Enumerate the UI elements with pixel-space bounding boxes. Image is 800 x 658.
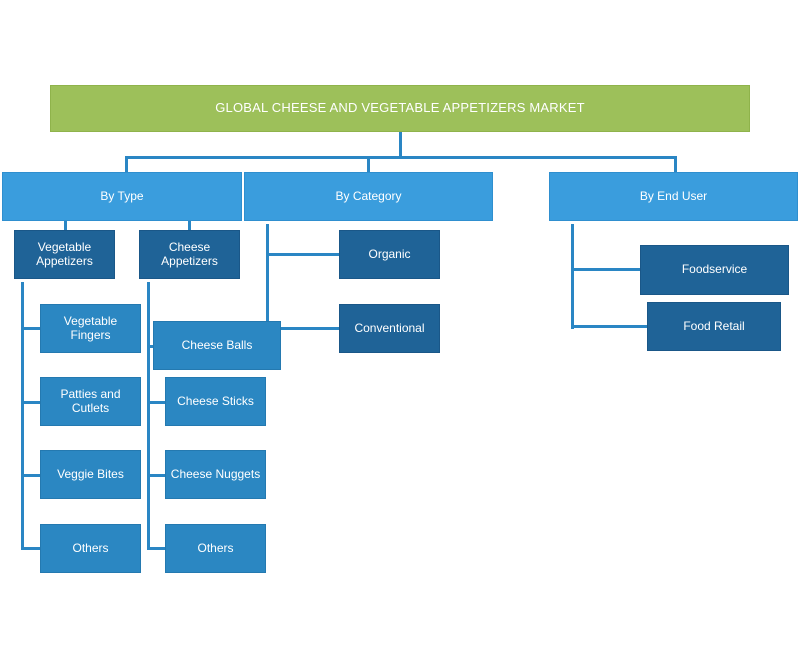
leaf-label: Cheese Nuggets (170, 466, 261, 481)
leaf-organic: Organic (339, 230, 440, 279)
leaf-label: Patties and Cutlets (60, 386, 121, 415)
leaf-label: Vegetable Fingers (63, 313, 118, 342)
group-cheese-appetizers-label: Cheese Appetizers (161, 239, 218, 268)
leaf-label: Cheese Balls (181, 337, 253, 352)
leaf-label: Others (197, 540, 234, 555)
leaf-label: Others (72, 540, 109, 555)
leaf-cheese-others: Others (165, 524, 266, 573)
leaf-conventional: Conventional (339, 304, 440, 353)
leaf-label: Conventional (354, 320, 425, 335)
segment-by-type-label: By Type (100, 188, 144, 203)
leaf-food-retail: Food Retail (647, 302, 781, 351)
diagram-title: GLOBAL CHEESE AND VEGETABLE APPETIZERS M… (50, 85, 750, 132)
segment-by-type: By Type (2, 172, 242, 221)
diagram-title-text: GLOBAL CHEESE AND VEGETABLE APPETIZERS M… (215, 100, 585, 116)
segment-by-end-user: By End User (549, 172, 798, 221)
leaf-vegetable-others: Others (40, 524, 141, 573)
leaf-patties-and-cutlets: Patties and Cutlets (40, 377, 141, 426)
segment-by-category-label: By Category (335, 188, 402, 203)
leaf-veggie-bites: Veggie Bites (40, 450, 141, 499)
leaf-cheese-nuggets: Cheese Nuggets (165, 450, 266, 499)
group-vegetable-appetizers-label: Vegetable Appetizers (36, 239, 93, 268)
leaf-foodservice: Foodservice (640, 245, 789, 295)
leaf-label: Cheese Sticks (177, 393, 254, 408)
leaf-cheese-sticks: Cheese Sticks (165, 377, 266, 426)
leaf-label: Foodservice (681, 262, 748, 277)
group-cheese-appetizers: Cheese Appetizers (139, 230, 240, 279)
segment-by-end-user-label: By End User (639, 188, 708, 203)
leaf-vegetable-fingers: Vegetable Fingers (40, 304, 141, 353)
segment-by-category: By Category (244, 172, 493, 221)
leaf-label: Organic (368, 246, 411, 261)
leaf-label: Food Retail (683, 318, 745, 333)
leaf-cheese-balls: Cheese Balls (153, 321, 281, 370)
group-vegetable-appetizers: Vegetable Appetizers (14, 230, 115, 279)
leaf-label: Veggie Bites (57, 466, 124, 481)
